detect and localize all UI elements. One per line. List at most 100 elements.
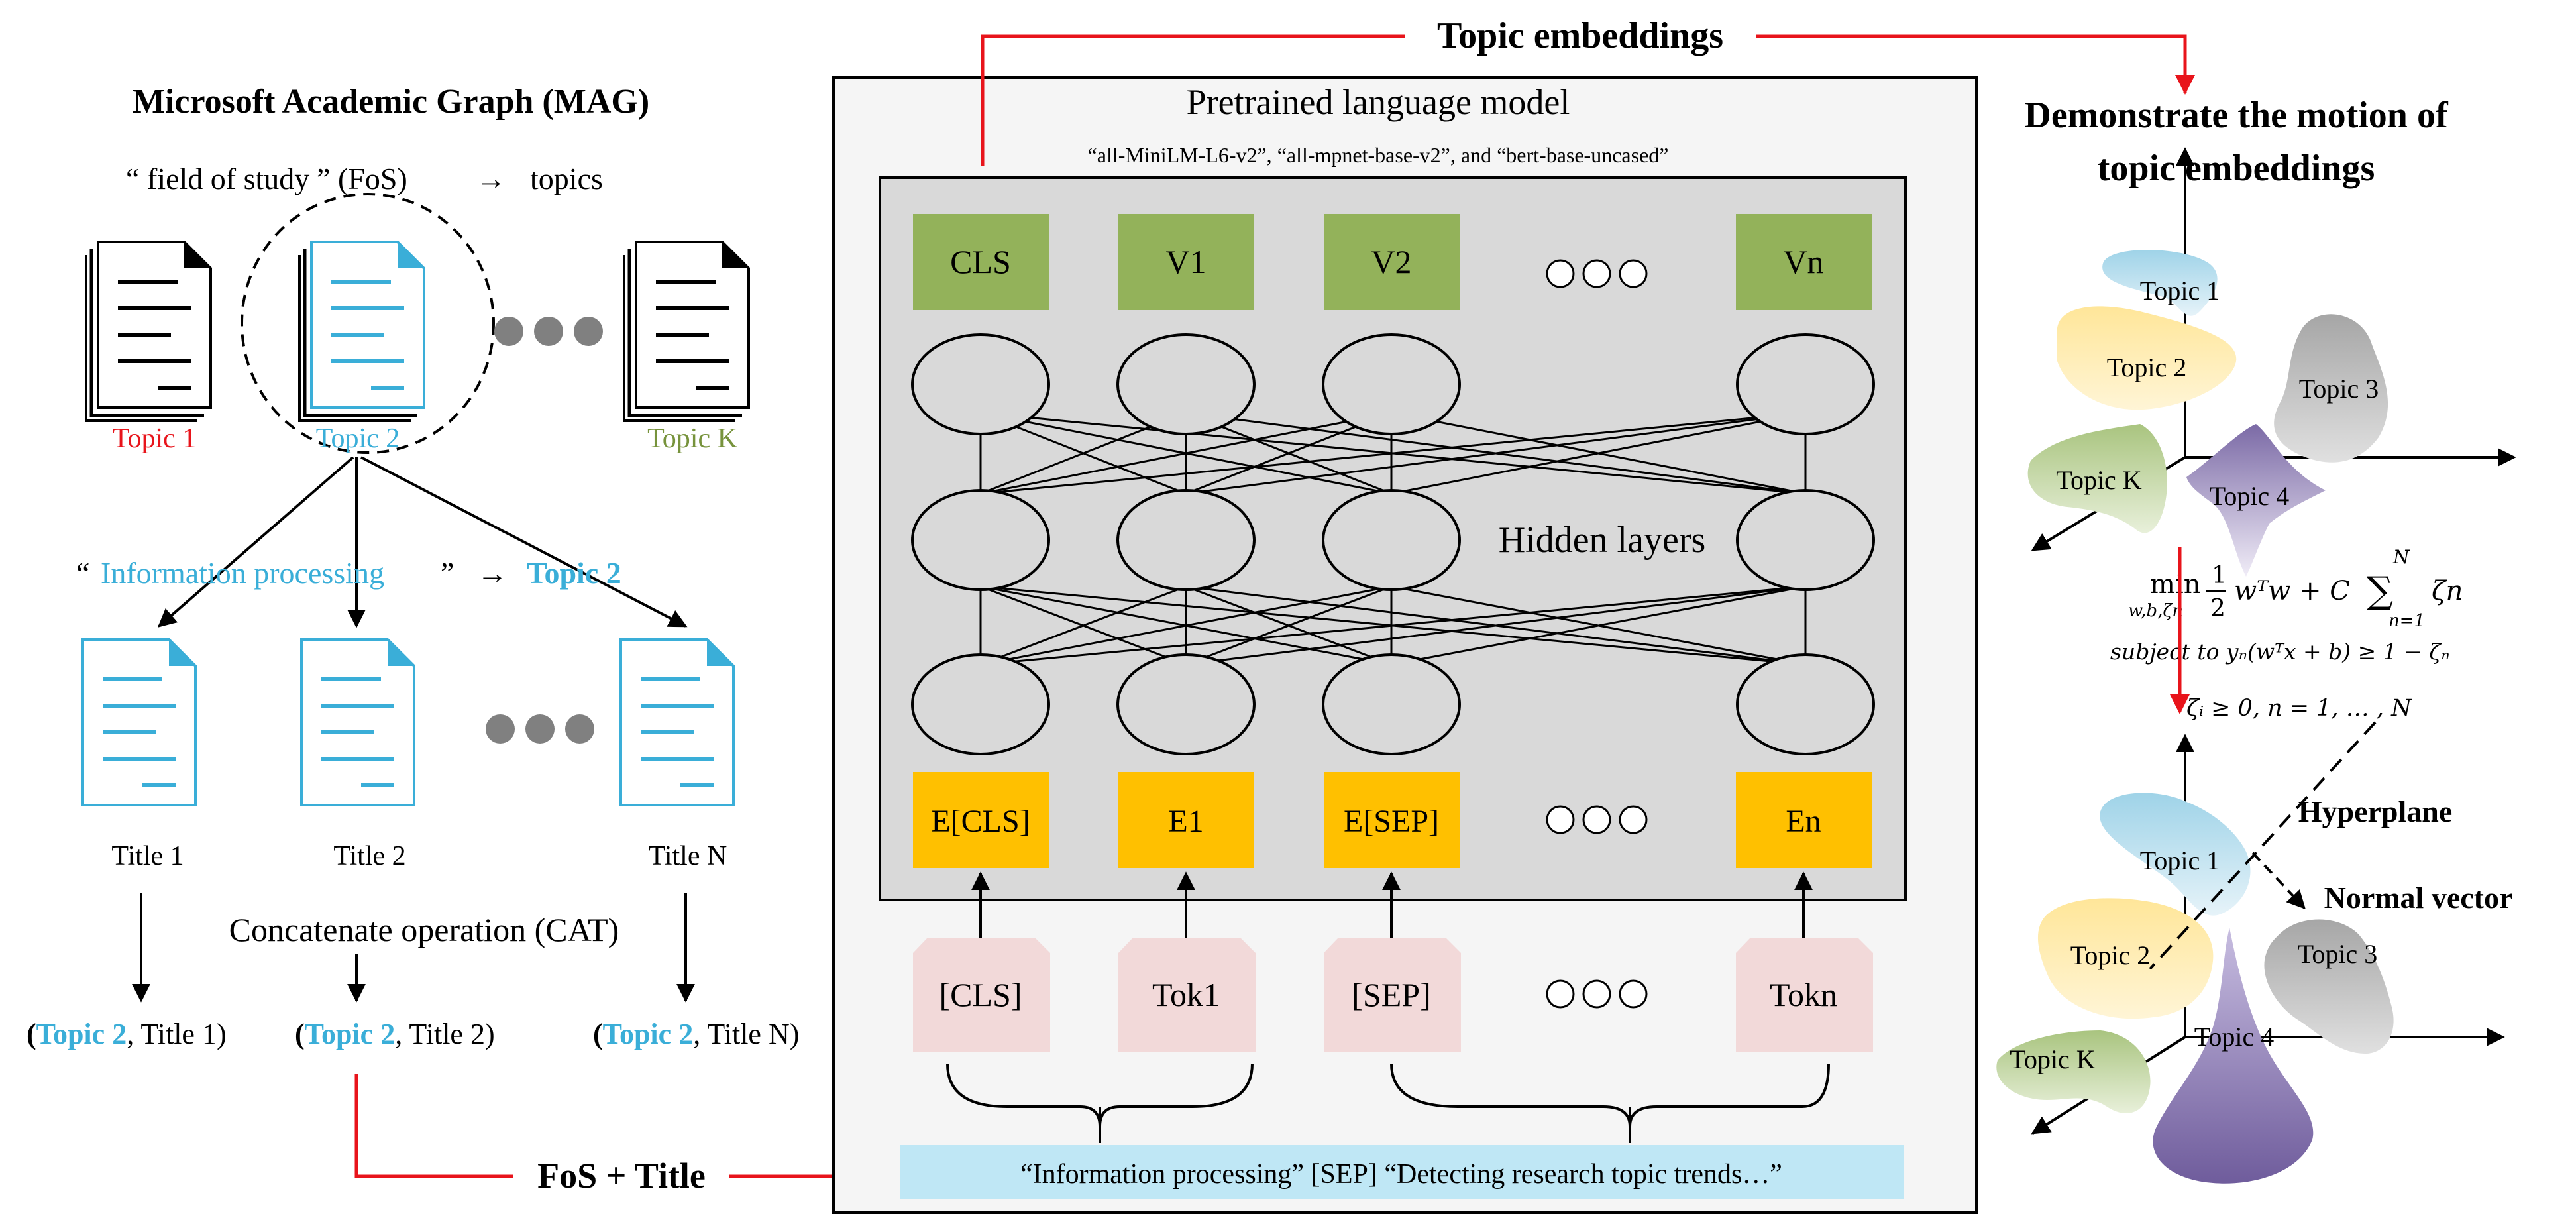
- output-label-cls: CLS: [950, 243, 1011, 280]
- neuron-layer-2: [911, 489, 1875, 591]
- output-box-cls: [913, 214, 1049, 310]
- bottom-topic-label-1: Topic 1: [2140, 846, 2220, 875]
- embedding-box-sep: [1324, 772, 1460, 868]
- formula-half-num: 1: [2212, 562, 2227, 589]
- token-box-sep: [1324, 938, 1461, 1052]
- topicK-blob: [2027, 424, 2167, 533]
- document-icon: [301, 639, 414, 805]
- red-connector: [354, 1074, 513, 1178]
- model-title: Pretrained language model: [1187, 82, 1570, 122]
- topic2-blob: [2037, 898, 2214, 1019]
- embedding-label-cls: E[CLS]: [931, 804, 1030, 839]
- formula-constraint-2: ζᵢ ≥ 0, n = 1, … , N: [2186, 695, 2412, 722]
- document-icon: [624, 242, 749, 421]
- token-label-tokn: Tokn: [1770, 976, 1837, 1013]
- normal-vector-label: Normal vector: [2324, 881, 2513, 914]
- ellipsis-icon: [494, 317, 603, 346]
- info-target: Topic 2: [527, 556, 621, 590]
- ellipsis-icon: [1546, 259, 1648, 288]
- topic-label-2: Topic 2: [316, 423, 400, 454]
- token-label-cls: [CLS]: [939, 976, 1022, 1013]
- topic-embeddings-connector: Topic embeddings: [981, 15, 2195, 166]
- hyperplane-label: Hyperplane: [2298, 795, 2453, 828]
- document-icon: [83, 639, 195, 805]
- document-icon: [621, 639, 733, 805]
- document-icon: [299, 242, 424, 421]
- topic4-blob: [2186, 424, 2326, 577]
- output-box-v2: [1324, 214, 1460, 310]
- pair-2: (Topic 2, Title 2): [295, 1018, 495, 1050]
- normal-vector-arrow: [2251, 852, 2306, 910]
- info-quote-close: ”: [441, 556, 454, 590]
- topicK-blob: [1996, 1030, 2151, 1113]
- neuron-layer-1: [911, 333, 1875, 435]
- info-processing-line: “ Information processing ” → Topic 2: [76, 556, 621, 590]
- layer-connections-top: [979, 412, 1807, 495]
- formula-sum: ∑: [2367, 569, 2393, 612]
- top-topic-label-3: Topic 3: [2299, 374, 2379, 404]
- red-arrow: [1756, 34, 2195, 95]
- topic1-blob: [2102, 249, 2218, 316]
- formula-sum-bottom: n=1: [2388, 611, 2425, 631]
- ellipsis-icon: [486, 714, 594, 744]
- output-label-v1: V1: [1165, 243, 1206, 280]
- info-quote-open: “: [76, 556, 89, 590]
- formula-min: min: [2150, 569, 2200, 600]
- selection-circle: [241, 193, 495, 454]
- motion-title-line1: Demonstrate the motion of: [2024, 95, 2449, 136]
- fos-line: “ field of study ” (FoS) → topics: [126, 162, 603, 195]
- fos-abbr: (FoS): [338, 162, 407, 195]
- topic-embeddings-label: Topic embeddings: [1437, 15, 1723, 56]
- output-box-v1: [1118, 214, 1254, 310]
- bottom-topic-label-4: Topic 4: [2194, 1022, 2275, 1052]
- layer-connections-bottom: [979, 585, 1807, 666]
- token-box-cls: [913, 938, 1050, 1052]
- fos-arrow: →: [476, 162, 506, 195]
- hyperplane-line: [2149, 721, 2377, 970]
- motion-title-line2: topic embeddings: [2098, 148, 2375, 189]
- embedding-label-e1: E1: [1168, 804, 1203, 839]
- formula-zeta: ζn: [2432, 576, 2463, 606]
- topic3-blob: [2264, 919, 2394, 1054]
- fos-target: topics: [530, 162, 603, 195]
- topic-label-k: Topic K: [647, 423, 737, 454]
- formula-half-den: 2: [2210, 595, 2226, 622]
- info-arrow: →: [477, 556, 508, 590]
- token-label-sep: [SEP]: [1352, 976, 1430, 1013]
- top-topic-label-4: Topic 4: [2210, 481, 2290, 511]
- output-label-vn: Vn: [1783, 243, 1823, 280]
- info-text: Information processing: [101, 556, 384, 590]
- fos-quote-open: “: [126, 162, 139, 195]
- embedding-label-sep: E[SEP]: [1344, 804, 1439, 839]
- document-icon: [86, 242, 211, 421]
- output-box-vn: [1736, 214, 1872, 310]
- title-label-2: Title 2: [333, 841, 405, 871]
- formula-min-sub: w,b,ζn: [2128, 601, 2183, 621]
- topic3-blob: [2274, 314, 2388, 463]
- title-label-n: Title N: [649, 841, 727, 871]
- topic2-blob: [2057, 306, 2237, 410]
- input-sequence-text: “Information processing” [SEP] “Detectin…: [1020, 1159, 1782, 1190]
- embedding-box-cls: [913, 772, 1049, 868]
- neuron-layer-3: [911, 653, 1875, 755]
- arrow: [157, 456, 354, 628]
- mag-section: Microsoft Academic Graph (MAG) “ field o…: [27, 83, 890, 1195]
- motion-section: Demonstrate the motion of topic embeddin…: [1996, 95, 2516, 1184]
- model-names: “all-MiniLM-L6-v2”, “all-mpnet-base-v2”,…: [1088, 143, 1669, 167]
- topic1-blob: [2100, 793, 2251, 916]
- fos-text: field of study: [147, 162, 309, 195]
- fos-quote-close: ”: [317, 162, 330, 195]
- input-sequence-box: [900, 1145, 1904, 1199]
- arrow: [360, 456, 688, 628]
- token-box-tokn: [1736, 938, 1873, 1052]
- pair-n: (Topic 2, Title N): [593, 1018, 799, 1050]
- formula-constraint-1: subject to yₙ(wᵀx + b) ≥ 1 − ζₙ: [2110, 639, 2450, 665]
- formula-sum-top: N: [2392, 546, 2410, 568]
- embedding-label-en: En: [1786, 804, 1821, 839]
- ellipsis-icon: [1546, 805, 1648, 834]
- token-label-tok1: Tok1: [1152, 976, 1220, 1013]
- fos-title-label: FoS + Title: [537, 1156, 706, 1195]
- top-topic-label-k: Topic K: [2056, 465, 2142, 495]
- formula-objective: wᵀw + C: [2234, 576, 2350, 606]
